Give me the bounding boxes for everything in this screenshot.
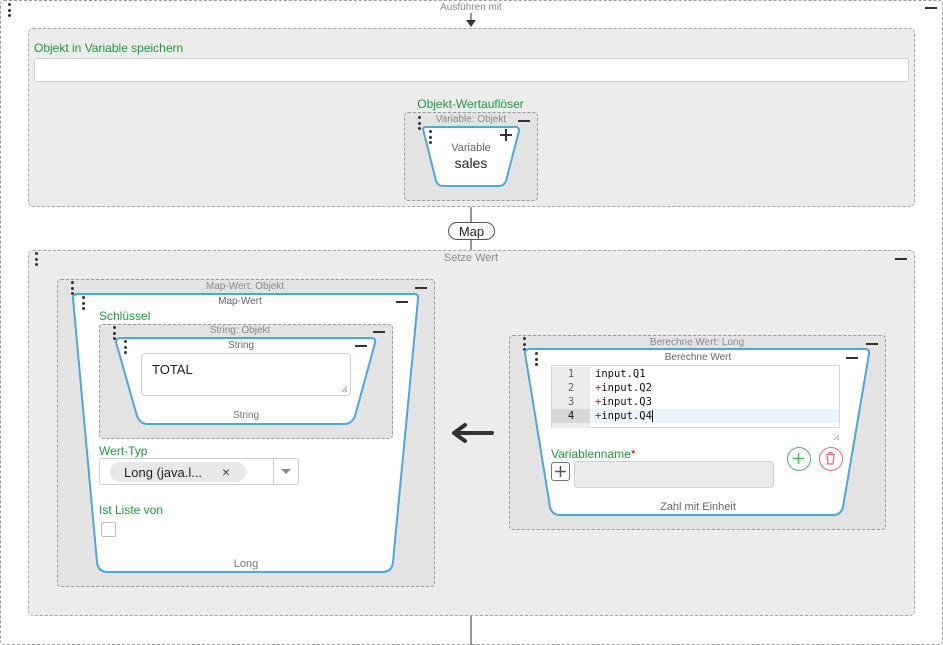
arrow-left-icon xyxy=(452,423,494,443)
string-value: TOTAL xyxy=(152,362,193,377)
string-menu-icon[interactable] xyxy=(122,340,128,354)
is-list-label: Ist Liste von xyxy=(99,503,164,517)
string-outer-menu-icon[interactable] xyxy=(111,326,117,340)
variable-name-input[interactable] xyxy=(574,461,774,488)
code-line: 3 +input.Q3 xyxy=(552,395,839,409)
compute-value-title: Berechne Wert xyxy=(664,352,732,363)
add-variable-plus-icon[interactable] xyxy=(551,462,570,481)
chip-remove-icon[interactable]: × xyxy=(222,464,231,480)
set-value-menu-icon[interactable] xyxy=(33,252,39,266)
map-value-outer-caption: Map-Wert: Objekt xyxy=(205,281,285,292)
code-resize-grip-icon[interactable] xyxy=(833,434,840,441)
set-value-collapse-icon[interactable] xyxy=(893,253,909,265)
map-pill[interactable]: Map xyxy=(448,222,495,240)
map-value-title: Map-Wert xyxy=(218,296,262,307)
resolver-collapse-icon[interactable] xyxy=(516,115,532,127)
compute-value-footer: Zahl mit Einheit xyxy=(660,501,736,513)
value-type-chip: Long (java.l... × xyxy=(110,462,246,482)
string-footer: String xyxy=(232,410,260,421)
code-editor[interactable]: 1 input.Q1 2 +input.Q2 3 +input.Q3 4 +in… xyxy=(551,365,840,428)
compute-value-outer-collapse-icon[interactable] xyxy=(864,338,880,350)
value-type-chip-label: Long (java.l... xyxy=(124,465,203,480)
store-object-label: Objekt in Variable speichern xyxy=(34,41,184,55)
canvas-menu-icon[interactable] xyxy=(6,3,12,17)
variable-card-menu-icon[interactable] xyxy=(427,130,433,144)
set-value-caption: Setze Wert xyxy=(443,252,499,264)
code-line: 2 +input.Q2 xyxy=(552,381,839,395)
variable-card-shape xyxy=(421,126,521,187)
required-mark: * xyxy=(630,447,636,461)
resize-grip-icon[interactable] xyxy=(341,386,348,393)
resolver-label: Objekt-Wertauflöser xyxy=(417,97,524,111)
chevron-down-icon[interactable] xyxy=(281,469,291,475)
map-value-footer: Long xyxy=(233,558,259,570)
key-label: Schlüssel xyxy=(99,309,151,323)
canvas-collapse-icon[interactable] xyxy=(923,2,939,14)
string-textarea[interactable]: TOTAL xyxy=(141,353,351,396)
resolver-container-caption: Variable: Objekt xyxy=(435,114,507,125)
trash-icon[interactable] xyxy=(819,447,843,471)
resolver-menu-icon[interactable] xyxy=(416,116,422,130)
string-outer-collapse-icon[interactable] xyxy=(371,326,387,338)
map-value-outer-collapse-icon[interactable] xyxy=(413,282,429,294)
string-title: String xyxy=(227,340,255,351)
plus-circle-icon[interactable] xyxy=(787,447,811,471)
variable-card-type: Variable xyxy=(451,142,491,154)
string-outer-caption: String: Objekt xyxy=(209,325,271,336)
value-type-label: Wert-Typ xyxy=(99,444,148,458)
compute-value-outer-caption: Berechne Wert: Long xyxy=(649,337,745,348)
variable-card-value[interactable]: sales xyxy=(454,155,488,171)
map-value-outer-menu-icon[interactable] xyxy=(69,281,75,295)
compute-value-menu-icon[interactable] xyxy=(533,352,539,366)
map-value-menu-icon[interactable] xyxy=(80,296,86,310)
map-value-collapse-icon[interactable] xyxy=(394,296,410,308)
execute-with-label: Ausführen mit xyxy=(421,2,521,13)
code-line: 1 input.Q1 xyxy=(552,367,839,381)
is-list-checkbox[interactable] xyxy=(101,522,116,537)
compute-value-collapse-icon[interactable] xyxy=(844,352,860,364)
variable-add-icon[interactable] xyxy=(498,127,514,143)
variable-name-label: Variablenname* xyxy=(551,447,636,461)
value-type-select[interactable]: Long (java.l... × xyxy=(99,458,299,485)
store-object-input[interactable] xyxy=(34,58,909,82)
string-collapse-icon[interactable] xyxy=(353,340,369,352)
code-line-active: 4 +input.Q4 xyxy=(552,409,839,423)
compute-value-outer-menu-icon[interactable] xyxy=(521,337,527,351)
